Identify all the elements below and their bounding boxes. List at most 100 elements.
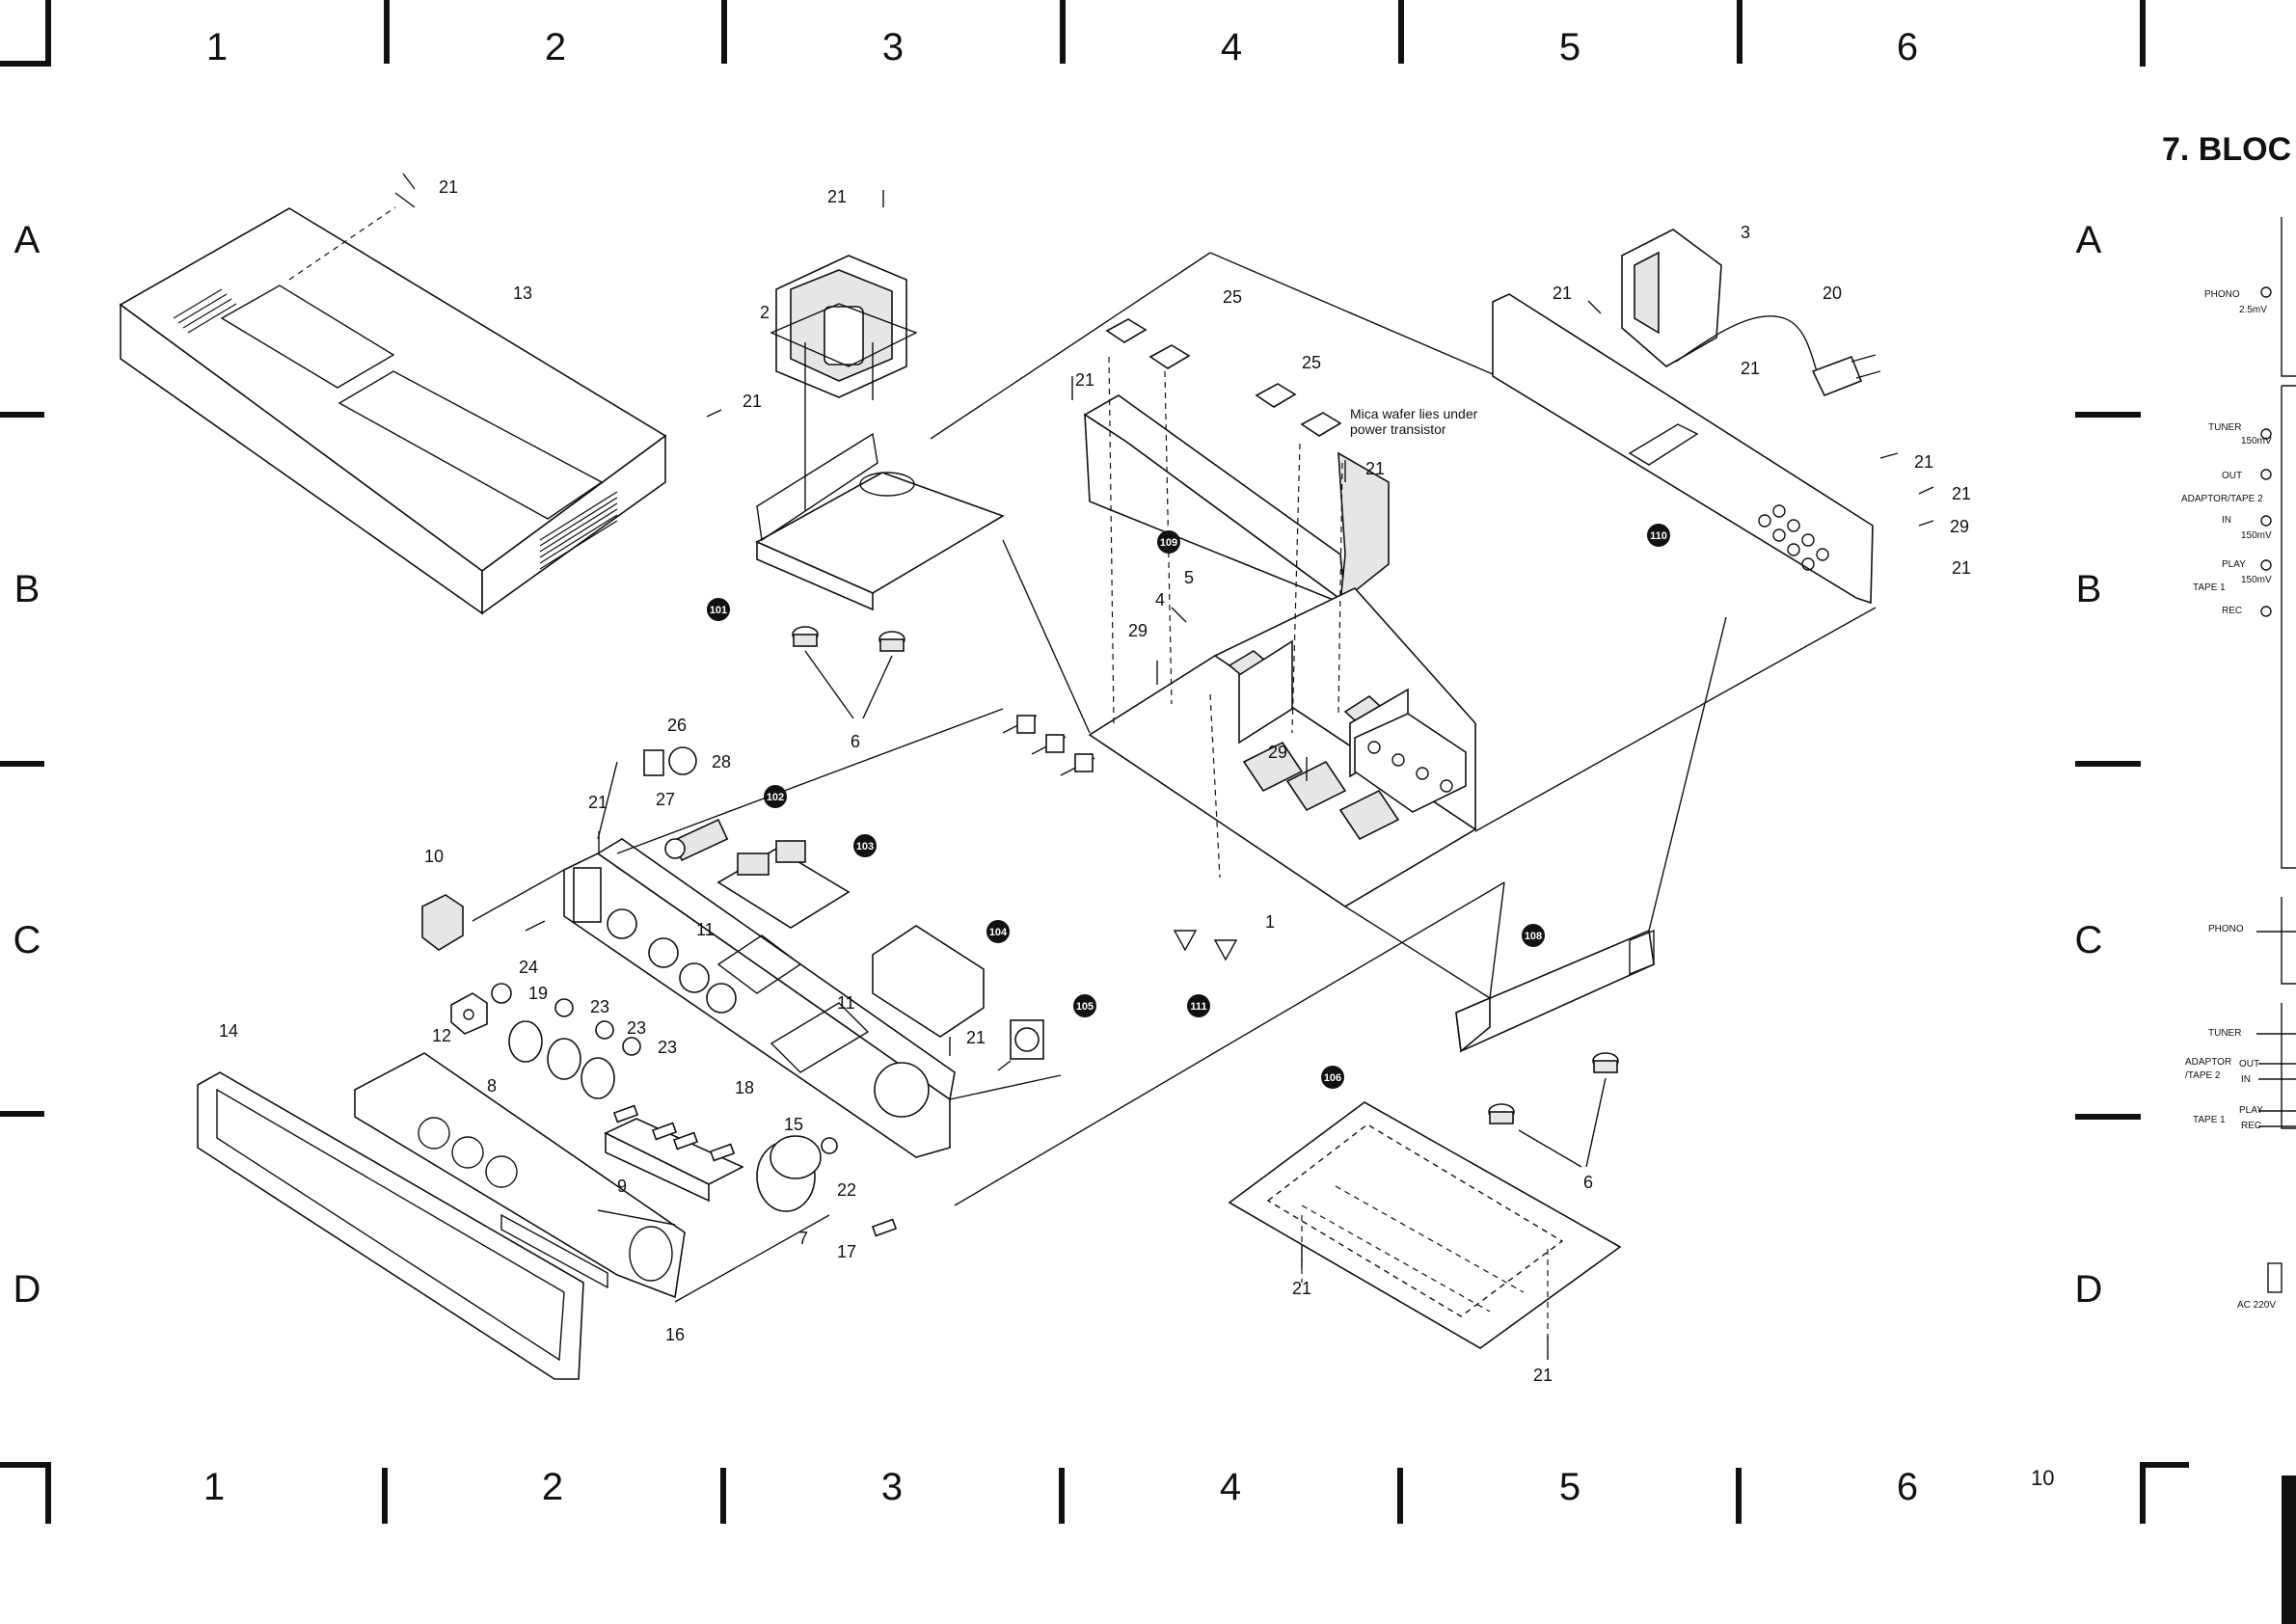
callout-23: 23 (590, 997, 609, 1016)
grid-col-2-bottom: 2 (542, 1466, 563, 1508)
callout-3: 3 (1741, 223, 1750, 242)
circled-callout-105: 105 (1073, 994, 1096, 1017)
svg-text:111: 111 (1190, 1001, 1206, 1013)
callout-18: 18 (735, 1078, 754, 1097)
block-diagram-title: 7. BLOC (2162, 131, 2291, 168)
pot-part-105 (997, 1019, 1044, 1071)
power-transformer-part-2 (770, 255, 918, 398)
circled-callout-103: 103 (853, 834, 877, 857)
grid-row-a-right: A (2076, 219, 2102, 261)
circled-callout-101: 101 (707, 598, 730, 621)
callout-16: 16 (665, 1325, 685, 1344)
bd-tape1-2: TAPE 1 (2193, 1115, 2226, 1125)
bd-out-2: OUT (2239, 1059, 2259, 1069)
corner-mark-bottom-left (0, 1462, 51, 1524)
grid-row-d-right: D (2075, 1268, 2103, 1311)
bottom-plate-part-106 (1228, 1101, 1622, 1349)
grid-col-3-bottom: 3 (881, 1466, 903, 1508)
circled-callout-111: 111 (1187, 994, 1210, 1017)
knob-part-10 (421, 894, 464, 951)
bd-in-2: IN (2241, 1074, 2251, 1085)
bd-tuner-level: 150mV (2241, 436, 2272, 447)
front-panel-part-16 (354, 1052, 686, 1299)
springs-part-18 (612, 1104, 736, 1162)
circled-callout-104: 104 (986, 920, 1010, 943)
callout-24: 24 (519, 958, 538, 977)
grid-row-c-left: C (14, 919, 41, 961)
escutcheon-part-14 (197, 1071, 584, 1380)
callout-21: 21 (1952, 484, 1971, 503)
corner-mark-top-left (0, 0, 51, 67)
note-line-2: power transistor (1350, 421, 1446, 437)
grid-col-4-bottom: 4 (1220, 1466, 1241, 1508)
rear-panel-part-110 (1492, 293, 1874, 605)
callout-12: 12 (432, 1026, 451, 1045)
circled-callout-109: 109 (1157, 530, 1180, 554)
bd-rec: REC (2222, 606, 2242, 616)
chassis-bracket-part-101 (755, 432, 1005, 611)
callout-6: 6 (851, 732, 860, 751)
screws (394, 173, 1934, 1360)
callout-4: 4 (1155, 590, 1165, 609)
indicator-lamp-part-111 (1173, 930, 1238, 961)
svg-text:104: 104 (989, 927, 1008, 938)
circled-callout-108: 108 (1522, 924, 1545, 947)
page-number: 10 (2031, 1466, 2054, 1490)
rear-bracket-part-108 (1455, 929, 1655, 1053)
front-chassis-part-15 (563, 838, 956, 1158)
svg-text:103: 103 (856, 841, 874, 853)
callout-23: 23 (627, 1018, 646, 1038)
mica-wafers-part-25 (1105, 318, 1342, 437)
led-holder-part-26-27-28 (643, 746, 697, 776)
knob-part-12 (450, 992, 488, 1035)
bd-phono-2: PHONO (2208, 924, 2244, 934)
grid-col-1-bottom: 1 (203, 1466, 225, 1508)
callout-7: 7 (798, 1229, 808, 1248)
bd-play-level: 150mV (2241, 575, 2272, 585)
foot-part-6-right (1488, 1052, 1619, 1168)
grid-col-6-bottom: 6 (1897, 1466, 1918, 1508)
grid-row-a-left: A (14, 219, 41, 261)
bd-play-2: PLAY (2239, 1105, 2263, 1116)
svg-text:110: 110 (1650, 530, 1667, 542)
circled-callout-106: 106 (1321, 1066, 1344, 1089)
callout-21: 21 (588, 793, 608, 812)
callout-21: 21 (1533, 1366, 1553, 1385)
callout-21: 21 (439, 177, 458, 197)
callout-20: 20 (1823, 284, 1842, 303)
svg-text:109: 109 (1160, 537, 1177, 549)
callout-1: 1 (1265, 912, 1275, 932)
callout-9: 9 (617, 1177, 627, 1196)
bd-tape1: TAPE 1 (2193, 582, 2226, 593)
bd-phono-level: 2.5mV (2239, 305, 2267, 315)
assembly-lines (472, 252, 1877, 1340)
circled-callout-110: 110 (1647, 524, 1670, 547)
switch-board-part-103 (716, 840, 851, 929)
bd-tuner-2: TUNER (2208, 1028, 2241, 1039)
bd-in: IN (2222, 515, 2231, 526)
grid-col-3-top: 3 (882, 26, 904, 68)
svg-text:105: 105 (1076, 1001, 1094, 1013)
grid-row-d-left: D (14, 1268, 41, 1311)
main-pcb-part-1 (1002, 587, 1477, 907)
grid-col-5-bottom: 5 (1559, 1466, 1580, 1508)
callout-15: 15 (784, 1115, 803, 1134)
knobs-part-19-23 (491, 983, 641, 1056)
callout-11: 11 (837, 993, 855, 1013)
circled-callouts: 101 102 103 104 105 106 108 109 110 111 (707, 524, 1670, 1089)
bd-ac-220v: AC 220V (2237, 1300, 2276, 1311)
grid-row-b-left: B (14, 568, 41, 610)
top-cover-part-13 (119, 206, 667, 615)
grid-col-5-top: 5 (1559, 26, 1580, 68)
grid-col-2-top: 2 (545, 26, 566, 68)
bd-in-level: 150mV (2241, 530, 2272, 541)
callout-21: 21 (966, 1028, 986, 1047)
callout-labels: 21 13 21 21 2 25 25 21 21 3 21 20 21 21 … (219, 177, 1971, 1385)
grid-column-labels-bottom: 1 2 3 4 5 6 (203, 1466, 1918, 1508)
callout-25: 25 (1302, 353, 1321, 372)
callout-14: 14 (219, 1021, 238, 1041)
callout-25: 25 (1223, 287, 1242, 307)
callout-29: 29 (1268, 743, 1287, 762)
callout-29: 29 (1950, 517, 1969, 536)
callout-27: 27 (656, 790, 675, 809)
